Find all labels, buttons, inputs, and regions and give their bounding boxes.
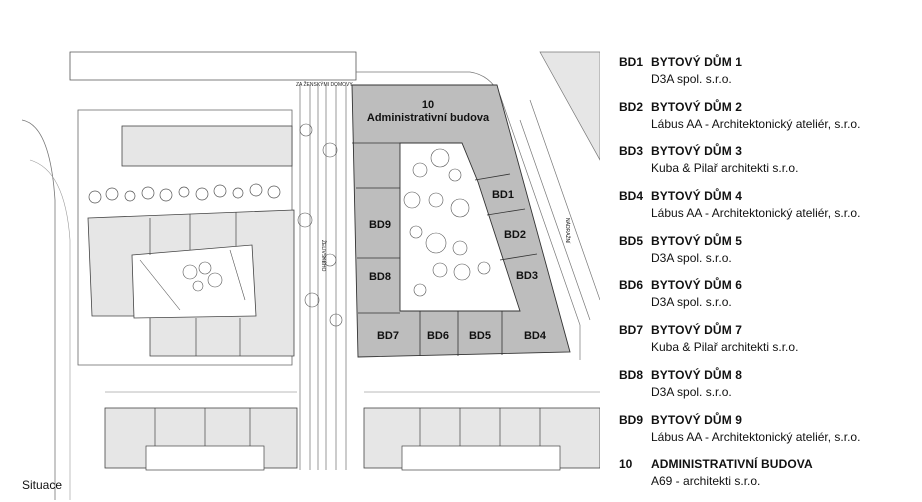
west-plot-outline	[77, 109, 293, 366]
tree-row	[88, 183, 281, 204]
building-label-bd3: BD3	[516, 270, 538, 282]
building-label-10-number: 10	[422, 99, 434, 111]
legend-entry-bd8: BD8 BYTOVÝ DŮM 8 D3A spol. s.r.o.	[619, 367, 742, 399]
legend-entry-bd5: BD5 BYTOVÝ DŮM 5 D3A spol. s.r.o.	[619, 233, 742, 265]
street-label-middle: ŽELIVSKÉHO	[320, 240, 328, 272]
map-caption: Situace	[22, 478, 63, 492]
building-label-bd2: BD2	[504, 229, 526, 241]
legend-entry-10: 10 ADMINISTRATIVNÍ BUDOVA A69 - architek…	[619, 457, 813, 489]
courtyard-trees	[403, 148, 491, 297]
top-plot	[69, 51, 357, 81]
legend-entry-bd3: BD3 BYTOVÝ DŮM 3 Kuba & Pilař architekti…	[619, 144, 799, 176]
legend-entry-bd7: BD7 BYTOVÝ DŮM 7 Kuba & Pilař architekti…	[619, 323, 799, 355]
building-label-bd7: BD7	[377, 330, 399, 342]
legend-entry-bd6: BD6 BYTOVÝ DŮM 6 D3A spol. s.r.o.	[619, 278, 742, 310]
neighbour-courtyard	[131, 244, 257, 319]
building-label-bd4: BD4	[524, 330, 547, 342]
courtyard-trees-west	[139, 249, 246, 311]
neighbour-building-north	[121, 125, 293, 167]
legend-entry-bd1: BD1 BYTOVÝ DŮM 1 D3A spol. s.r.o.	[619, 55, 742, 86]
street-label-right: NÁDRAŽNÍ	[564, 218, 572, 244]
building-label-bd9: BD9	[369, 219, 391, 231]
street-label-top: ZA ŽENSKÝMI DOMOVY	[296, 80, 353, 88]
building-label-bd8: BD8	[369, 271, 391, 283]
building-label-bd6: BD6	[427, 330, 449, 342]
site-plan: ZA ŽENSKÝMI DOMOVY ŽELIVSKÉHO NÁDRAŽNÍ 1…	[21, 51, 600, 500]
building-label-10-name: Administrativní budova	[367, 112, 490, 124]
building-label-bd5: BD5	[469, 330, 491, 342]
middle-road	[297, 85, 347, 470]
legend-entry-bd2: BD2 BYTOVÝ DŮM 2 Lábus AA - Architektoni…	[619, 99, 861, 131]
legend-entry-bd9: BD9 BYTOVÝ DŮM 9 Lábus AA - Architektoni…	[619, 412, 861, 444]
legend: BD1 BYTOVÝ DŮM 1 D3A spol. s.r.o. BD2 BY…	[619, 55, 919, 502]
legend-entry-bd4: BD4 BYTOVÝ DŮM 4 Lábus AA - Architektoni…	[619, 189, 861, 221]
building-label-bd1: BD1	[492, 189, 514, 201]
